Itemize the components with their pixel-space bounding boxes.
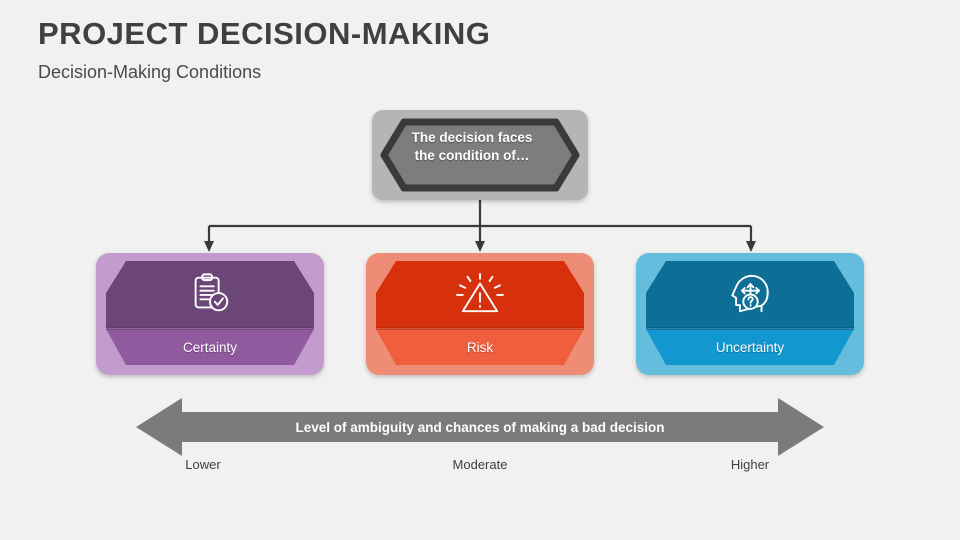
card-shape-risk [366, 253, 594, 375]
page-title: PROJECT DECISION-MAKING [38, 16, 491, 51]
scale-tick-higher: Higher [730, 457, 770, 472]
root-hexagon-svg [380, 118, 580, 192]
condition-card-certainty[interactable]: Certainty [96, 253, 324, 375]
scale-arrow-shape [136, 398, 824, 456]
connector-arrowheads [204, 241, 756, 252]
card-shape-uncertainty [636, 253, 864, 375]
ambiguity-scale-arrow: Level of ambiguity and chances of making… [136, 398, 824, 456]
root-hexagon-shape [380, 118, 580, 192]
card-shape-certainty [96, 253, 324, 375]
scale-tick-lower: Lower [185, 457, 221, 472]
scale-tick-moderate: Moderate [452, 457, 508, 472]
root-node[interactable]: The decision faces the condition of… [372, 110, 588, 200]
slide-header: PROJECT DECISION-MAKING Decision-Making … [38, 16, 918, 83]
page-subtitle: Decision-Making Conditions [38, 61, 262, 82]
condition-card-uncertainty[interactable]: Uncertainty [636, 253, 864, 375]
condition-card-risk[interactable]: Risk [366, 253, 594, 375]
